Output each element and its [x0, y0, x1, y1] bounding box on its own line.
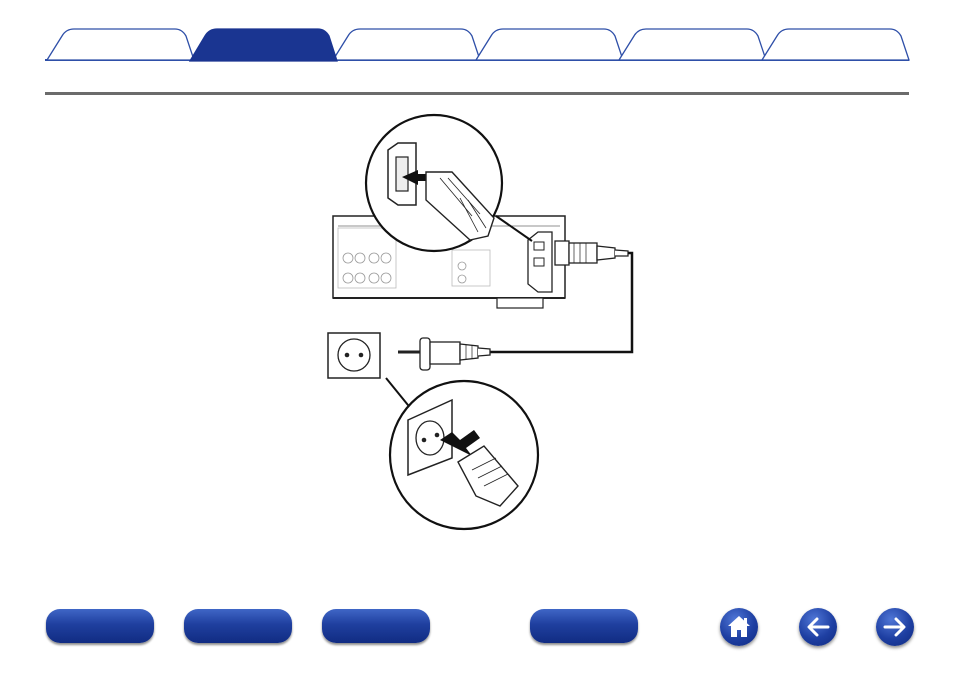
back-button[interactable] [799, 608, 837, 646]
wall-socket [327, 332, 381, 379]
tab-4[interactable] [474, 28, 624, 61]
tab-2-active[interactable] [188, 28, 338, 62]
tab-3[interactable] [331, 28, 481, 61]
footer-button-4[interactable] [530, 609, 638, 643]
device-rear-panel [332, 215, 566, 309]
tab-bar [0, 0, 954, 62]
footer-button-3[interactable] [322, 609, 430, 643]
tab-6[interactable] [760, 28, 910, 61]
iec-plug [554, 240, 629, 266]
tab-5[interactable] [617, 28, 767, 61]
zoom-callout-inlet [364, 113, 533, 253]
power-cable [488, 251, 634, 354]
tab-1[interactable] [45, 28, 195, 61]
forward-button[interactable] [876, 608, 914, 646]
back-arrow-icon [807, 617, 830, 637]
zoom-callout-socket [385, 377, 540, 531]
forward-arrow-icon [883, 617, 906, 637]
header-rule [45, 92, 909, 95]
footer-button-1[interactable] [46, 609, 154, 643]
home-button[interactable] [720, 608, 758, 646]
home-icon [728, 616, 750, 637]
wall-plug [398, 337, 491, 371]
footer-button-2[interactable] [184, 609, 292, 643]
